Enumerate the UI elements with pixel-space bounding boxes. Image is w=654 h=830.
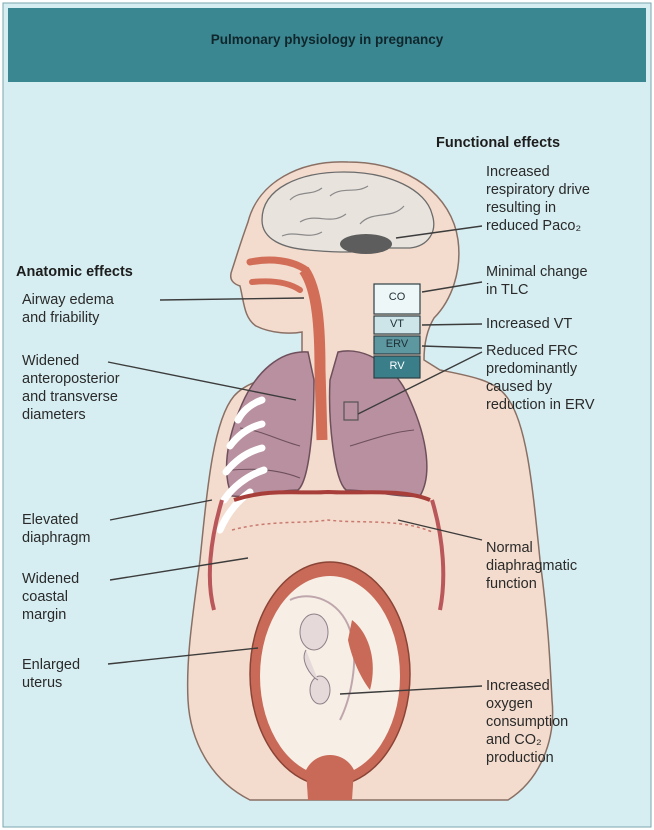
label-respiratory-drive: Increased respiratory drive resulting in… bbox=[486, 163, 590, 235]
diagram-title: Pulmonary physiology in pregnancy bbox=[0, 32, 654, 47]
rv-box-label: RV bbox=[374, 360, 420, 372]
label-widened-costal-margin: Widened coastal margin bbox=[22, 570, 79, 624]
co-box-label: CO bbox=[374, 291, 420, 303]
cervix bbox=[306, 755, 354, 800]
label-airway-edema: Airway edema and friability bbox=[22, 291, 114, 327]
erv-box-label: ERV bbox=[374, 338, 420, 350]
functional-effects-header: Functional effects bbox=[436, 135, 560, 151]
label-widened-diameters: Widened anteroposterior and transverse d… bbox=[22, 352, 120, 424]
label-enlarged-uterus: Enlarged uterus bbox=[22, 656, 80, 692]
cerebellum bbox=[340, 234, 392, 254]
label-oxygen-consumption: Increased oxygen consumption and CO₂ pro… bbox=[486, 677, 568, 767]
label-elevated-diaphragm: Elevated diaphragm bbox=[22, 511, 91, 547]
anatomic-effects-header: Anatomic effects bbox=[16, 264, 133, 280]
vt-box-label: VT bbox=[374, 318, 420, 330]
label-tlc: Minimal change in TLC bbox=[486, 263, 588, 299]
label-increased-vt: Increased VT bbox=[486, 315, 572, 333]
label-reduced-frc: Reduced FRC predominantly caused by redu… bbox=[486, 342, 595, 414]
label-normal-diaphragm: Normal diaphragmatic function bbox=[486, 539, 577, 593]
